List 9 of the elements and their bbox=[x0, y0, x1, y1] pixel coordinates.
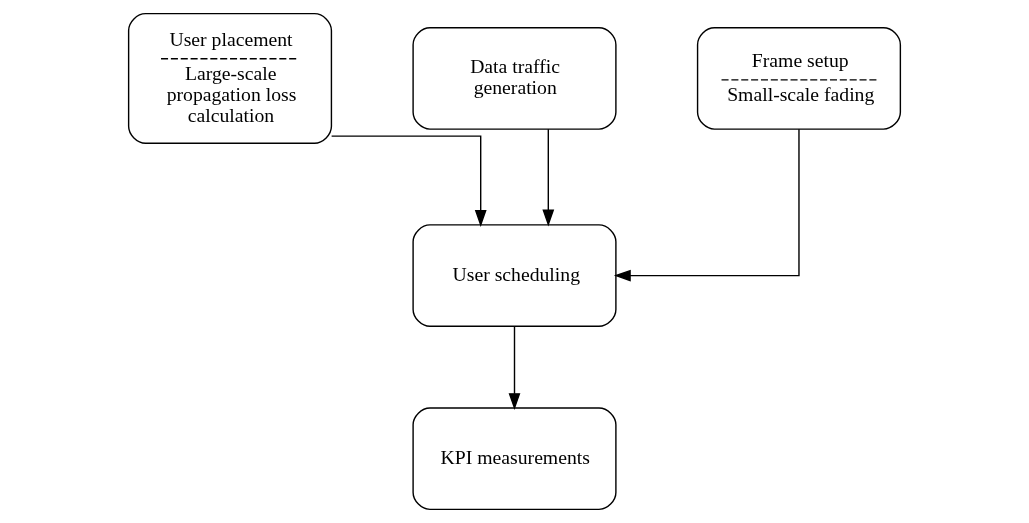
arrow bbox=[542, 128, 555, 227]
arrow bbox=[613, 128, 800, 282]
node-box: User placement Large-scale propagation loss calculation bbox=[127, 12, 333, 144]
node-box: Frame setup Small-scale fading bbox=[696, 27, 902, 130]
arrow bbox=[508, 325, 521, 411]
node-box: User scheduling bbox=[412, 224, 617, 327]
node-box: KPI measurements bbox=[412, 407, 617, 511]
arrow bbox=[330, 135, 487, 227]
node-box: Data traffic generation bbox=[412, 27, 617, 130]
